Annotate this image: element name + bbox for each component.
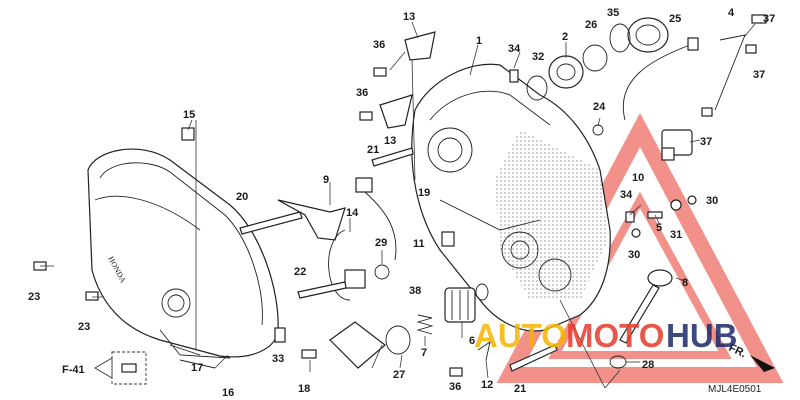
clamp-11: [441, 231, 455, 247]
callout-11: 11: [413, 238, 425, 250]
bolt-37b: [745, 44, 757, 54]
bolt-22: [297, 281, 347, 299]
callout-9: 9: [323, 174, 329, 186]
callout-2: 2: [562, 31, 568, 43]
callout-36a: 36: [373, 39, 385, 51]
plate-3: [329, 321, 386, 369]
callout-30a: 30: [706, 195, 718, 207]
dowel-34: [509, 69, 519, 83]
oring-32: [526, 75, 548, 101]
callout-21b: 21: [514, 383, 526, 395]
seal-2: [548, 55, 584, 89]
callout-31: 31: [670, 229, 682, 241]
dipstick-8: [619, 269, 673, 344]
callout-37b: 37: [753, 69, 765, 81]
callout-36c: 36: [449, 381, 461, 393]
callout-28: 28: [642, 359, 654, 371]
callout-17: 17: [191, 362, 203, 374]
callout-13b: 13: [384, 135, 396, 147]
callout-23b: 23: [78, 321, 90, 333]
oring-29: [374, 264, 390, 280]
callout-22: 22: [294, 266, 306, 278]
callout-13a: 13: [403, 11, 415, 23]
callout-19: 19: [418, 187, 430, 199]
left-cover: HONDA: [87, 148, 279, 359]
callout-10: 10: [632, 172, 644, 184]
callout-4: 4: [728, 7, 735, 19]
reference-box: [94, 351, 147, 385]
oil-filter-38: [444, 287, 476, 323]
clip-12: [477, 341, 491, 361]
oring-26: [582, 44, 608, 72]
bracket-9: [277, 199, 346, 241]
callout-21a: 21: [367, 144, 379, 156]
callout-33: 33: [272, 353, 284, 365]
oring-27: [385, 325, 411, 355]
callout-36b: 36: [356, 87, 368, 99]
callout-38: 38: [409, 285, 421, 297]
bolt-37c: [701, 107, 713, 117]
callout-37c: 37: [700, 136, 712, 148]
reference-label: F-41: [62, 364, 85, 376]
callout-34b: 34: [620, 189, 633, 201]
callout-14: 14: [346, 207, 359, 219]
callout-12: 12: [481, 379, 493, 391]
callout-25: 25: [669, 13, 681, 25]
callout-numbers: 1 2 4 5 6 7 8 9 10 11 12 13 13 14 15 16 …: [28, 7, 775, 399]
callout-37a: 37: [763, 13, 775, 25]
callout-29: 29: [375, 237, 387, 249]
callout-1: 1: [476, 35, 482, 47]
bolt-18: [301, 349, 317, 359]
bracket-13: [379, 31, 436, 129]
bearing-25: [627, 17, 669, 53]
callout-15: 15: [183, 109, 195, 121]
circlip-35: [609, 23, 631, 53]
watermark-word-b: MOTO: [566, 317, 664, 354]
bolts-36: [359, 67, 463, 377]
bolt-20: [239, 211, 303, 235]
washer-24: [592, 124, 604, 136]
callout-35: 35: [607, 7, 619, 19]
callout-30b: 30: [628, 249, 640, 261]
callout-6: 6: [469, 335, 475, 347]
pulse-generator-14: [328, 229, 366, 301]
bolt-21a: [371, 147, 414, 167]
dowel-33: [274, 327, 286, 343]
callout-18: 18: [298, 383, 310, 395]
bolt-15: [181, 127, 195, 141]
leader-lines: [40, 21, 756, 389]
bolt-37a: [751, 14, 767, 24]
callout-7: 7: [421, 347, 427, 359]
spring-7: [416, 314, 434, 335]
callout-20: 20: [236, 191, 248, 203]
callout-32: 32: [532, 51, 544, 63]
callout-16: 16: [222, 387, 234, 399]
watermark-word-a: AUTO: [474, 317, 567, 354]
sensor-19: [355, 177, 397, 261]
watermark-word-c: HUB: [666, 317, 738, 354]
bolt-21b: [509, 344, 558, 372]
callout-8: 8: [682, 277, 688, 289]
bolt-17: [169, 344, 216, 369]
main-cover: [411, 63, 611, 332]
callout-27: 27: [393, 369, 405, 381]
callout-26: 26: [585, 19, 597, 31]
callout-23a: 23: [28, 291, 40, 303]
callout-24: 24: [593, 101, 606, 113]
oring-6: [475, 283, 489, 301]
diagram-code: MJL4E0501: [708, 384, 762, 395]
callout-34a: 34: [508, 43, 521, 55]
bolts-23: [33, 261, 99, 301]
watermark-text: AUTO MOTO HUB: [474, 317, 738, 354]
callout-5: 5: [656, 222, 662, 234]
sensor-37: [661, 129, 693, 161]
sensor-4: [622, 34, 746, 121]
front-arrow: [750, 355, 775, 372]
